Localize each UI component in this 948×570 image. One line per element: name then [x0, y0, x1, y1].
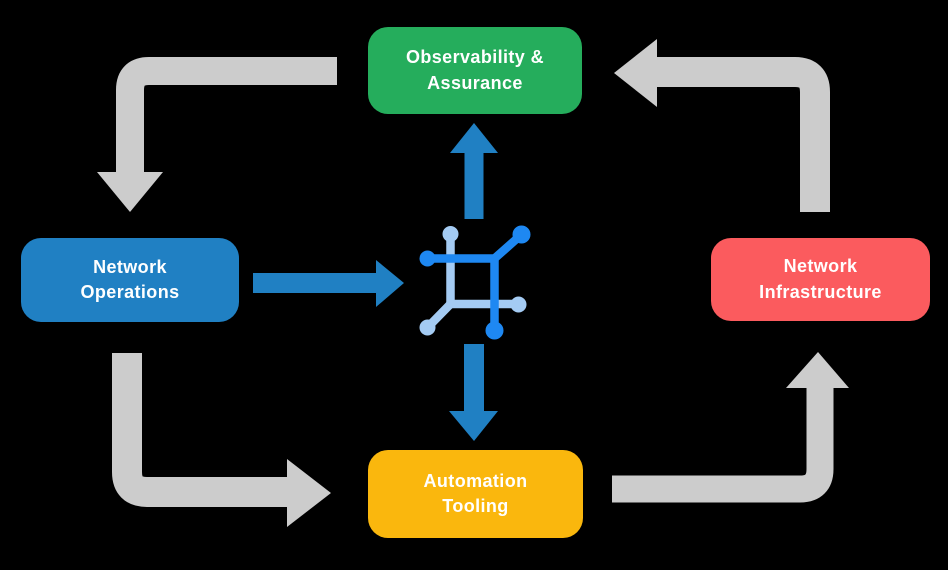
- hub-node-dot: [419, 250, 436, 267]
- arrow-operations-to-automation: [112, 353, 331, 527]
- arrow-infrastructure-to-observability: [614, 39, 830, 212]
- node-label: Network Operations: [80, 256, 180, 302]
- node-automation-tooling: Automation Tooling: [368, 450, 583, 538]
- arrow-shaft: [112, 353, 288, 507]
- hub-node-dot: [485, 321, 504, 340]
- arrow-shaft: [116, 57, 337, 174]
- hub-node-dot: [419, 319, 436, 336]
- arrow-head: [287, 459, 331, 527]
- node-network-infrastructure: Network Infrastructure: [711, 238, 930, 321]
- arrow-observability-to-operations: [97, 57, 337, 212]
- arrow-head: [614, 39, 657, 107]
- node-label: Automation Tooling: [423, 470, 528, 516]
- arrow-operations-to-hub: [253, 260, 404, 307]
- node-label: Network Infrastructure: [759, 256, 882, 302]
- network-hub-icon: [419, 225, 531, 340]
- hub-node-dot: [512, 225, 531, 244]
- arrow-head: [786, 352, 849, 388]
- arrow-head: [449, 411, 498, 441]
- arrow-automation-to-infrastructure: [612, 352, 849, 503]
- hub-node-dot: [442, 226, 459, 242]
- arrow-shaft: [612, 388, 834, 503]
- node-network-operations: Network Operations: [21, 238, 239, 322]
- arrow-hub-to-automation: [449, 344, 498, 441]
- arrow-head: [97, 172, 163, 212]
- node-observability-assurance: Observability & Assurance: [368, 27, 582, 114]
- arrow-head: [376, 260, 404, 307]
- hub-node-dot: [510, 296, 527, 313]
- node-label: Observability & Assurance: [405, 47, 545, 93]
- arrow-hub-to-observability: [450, 123, 498, 219]
- arrow-head: [450, 123, 498, 153]
- arrow-shaft: [657, 57, 830, 212]
